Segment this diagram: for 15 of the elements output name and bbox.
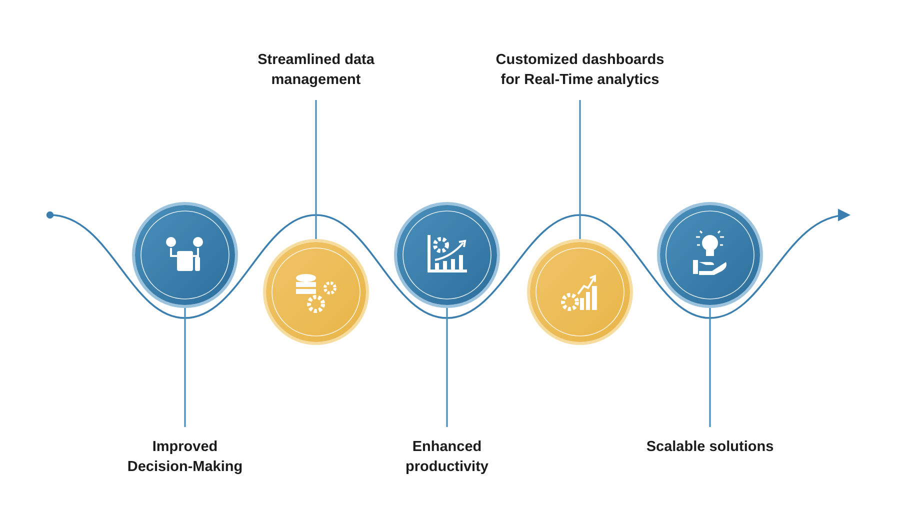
icon-circle [397,205,497,305]
leader-line [709,308,711,427]
icon-circle [266,242,366,342]
icon-circle [660,205,760,305]
icon-circle [135,205,235,305]
benefit-label: Streamlined data management [251,50,381,90]
leader-line [579,100,581,239]
benefit-label: Enhanced productivity [382,437,512,477]
icon-circle [530,242,630,342]
benefit-label: Customized dashboards for Real-Time analytics [485,50,675,90]
benefit-label: Improved Decision-Making [120,437,250,477]
benefit-label: Scalable solutions [645,437,775,457]
leader-line [315,100,317,239]
leader-line [184,308,186,427]
leader-line [446,308,448,427]
